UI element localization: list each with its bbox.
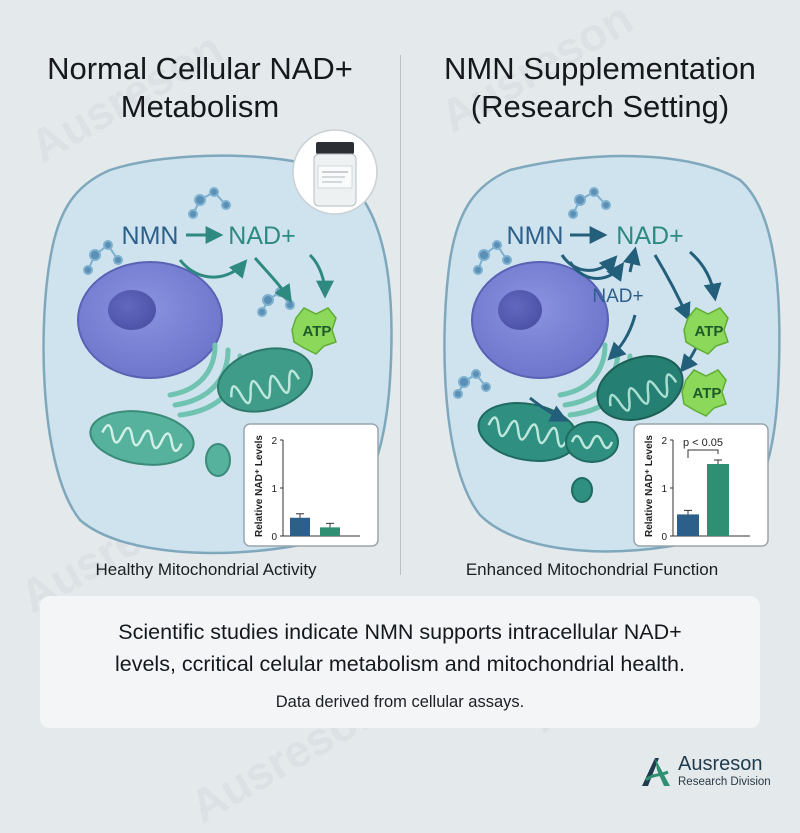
right-chart-ytick-label: 0 <box>661 532 667 543</box>
brand-name: Ausreson <box>678 753 763 775</box>
left-caption: Healthy Mitochondrial Activity <box>95 560 317 579</box>
right-title-line1: NMN Supplementation <box>444 51 756 86</box>
left-label-nad: NAD+ <box>228 222 295 250</box>
right-molecule-3 <box>453 369 491 399</box>
right-arrow-curve-7 <box>529 396 569 422</box>
left-arrow-curve-2 <box>253 257 292 303</box>
summary-line-1: Scientific studies indicate NMN supports… <box>118 620 682 644</box>
left-molecule-1 <box>83 240 123 275</box>
right-chart-significance-bracket <box>687 449 719 458</box>
right-arrow-curve-4 <box>689 250 722 302</box>
summary-box: Scientific studies indicate NMN supports… <box>40 596 760 728</box>
right-molecule-2 <box>568 187 611 219</box>
left-mitochondrion-2 <box>89 410 195 466</box>
left-chart-ytick-label: 2 <box>271 436 277 447</box>
right-mitochondrion-1 <box>596 355 684 421</box>
left-mitochondrion-1 <box>216 347 314 413</box>
left-arrow-curve-3 <box>308 253 334 299</box>
right-caption: Enhanced Mitochondrial Function <box>465 560 719 579</box>
data-source-note: Data derived from cellular assays. <box>275 693 525 711</box>
left-chart-frame <box>243 423 379 547</box>
right-label-nad: NAD+ <box>616 222 683 250</box>
right-nucleus <box>471 261 609 379</box>
right-title-line2: (Research Setting) <box>470 89 730 124</box>
left-chart-ytick-label: 1 <box>271 484 277 495</box>
left-molecule-3 <box>188 187 231 219</box>
right-chart-annotation: p < 0.05 <box>683 437 723 449</box>
cell-diagrams: NMN NAD+ ATP <box>42 129 781 555</box>
summary-line-2: levels, ccritical celular metabolism and… <box>114 652 685 676</box>
right-inset-chart: Relative NAD⁺ Levels 0 1 2 p < 0.05 <box>633 423 769 547</box>
right-atp-badge-2: ATP <box>681 369 727 417</box>
right-arrow-up <box>623 246 641 273</box>
right-mitochondrion-3 <box>565 421 619 463</box>
left-arrow-curve-1 <box>178 259 248 279</box>
right-chart-ytick-label: 2 <box>661 436 667 447</box>
left-label-nmn: NMN <box>122 222 179 250</box>
left-label-atp: ATP <box>303 323 332 340</box>
right-label-atp-2: ATP <box>693 385 722 402</box>
right-chart-frame <box>633 423 769 547</box>
right-chart-ytick-label: 1 <box>661 484 667 495</box>
left-panel-title: Normal Cellular NAD+ Metabolism <box>0 50 400 126</box>
right-atp-badge-1: ATP <box>683 307 729 355</box>
left-chart-bar <box>290 517 310 536</box>
left-title-line1: Normal Cellular NAD+ <box>47 51 353 86</box>
brand-division: Research Division <box>678 776 771 788</box>
right-nucleolus <box>498 290 542 330</box>
right-label-nmn: NMN <box>507 222 564 250</box>
left-mitochondrion-3 <box>205 443 231 477</box>
left-chart-ytick-label: 0 <box>271 532 277 543</box>
right-arrow-curve-2 <box>568 261 625 282</box>
right-arrow-curve-3 <box>653 254 691 322</box>
summary-text: Scientific studies indicate NMN supports… <box>40 616 760 680</box>
left-title-line2: Metabolism <box>120 89 280 124</box>
left-inset-chart: Relative NAD⁺ Levels 0 1 2 <box>243 423 379 547</box>
left-chart-bar <box>320 527 340 536</box>
left-atp-badge: ATP <box>291 307 337 355</box>
right-molecule-1 <box>473 240 512 275</box>
right-chart-bar <box>707 464 729 536</box>
right-chart-bar <box>677 514 699 536</box>
right-panel-title: NMN Supplementation (Research Setting) <box>400 50 800 126</box>
left-nucleolus <box>108 290 156 330</box>
supplement-vial-icon <box>292 129 378 215</box>
right-chart-ylabel: Relative NAD⁺ Levels <box>644 435 655 537</box>
right-label-atp-1: ATP <box>695 323 724 340</box>
brand-mark-icon <box>642 758 670 786</box>
right-label-nad-inner: NAD+ <box>592 286 643 307</box>
right-arrow-curve-5 <box>607 314 637 361</box>
brand-logo[interactable]: Ausreson Research Division <box>636 752 796 792</box>
right-mitochondrion-4 <box>571 477 593 503</box>
left-chart-ylabel: Relative NAD⁺ Levels <box>254 435 265 537</box>
panel-divider <box>400 55 401 575</box>
